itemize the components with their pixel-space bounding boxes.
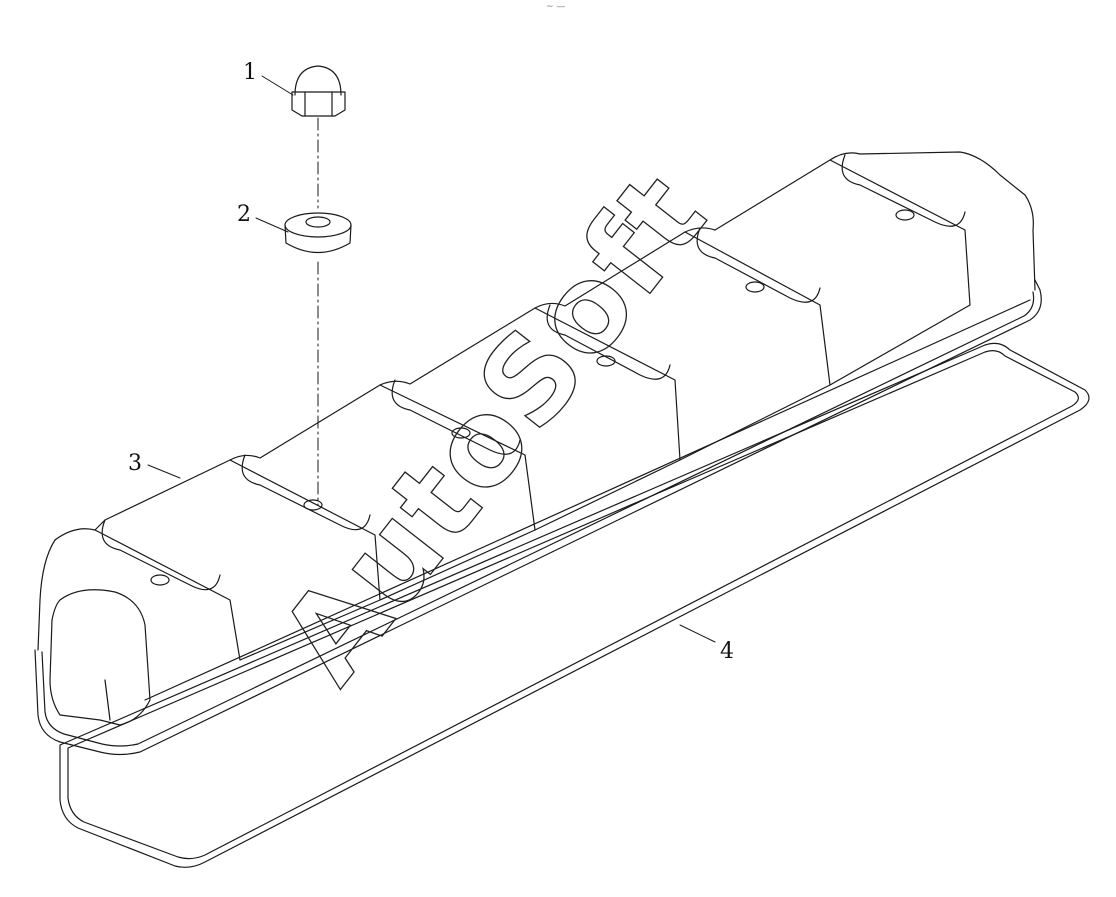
leader-line-2 [255,217,289,233]
leader-line-4 [679,624,716,643]
gasket-outline [59,342,1090,868]
watermark-text: AutoSoft [253,147,733,707]
callout-3: 3 [128,451,142,476]
cap-nut [291,65,346,117]
leader-line-1 [261,75,294,96]
callout-2: 2 [237,202,251,227]
sealing-washer [284,212,352,253]
callout-4: 4 [720,639,734,664]
callout-1: 1 [243,60,257,85]
header-mark: ~ — [546,2,566,12]
leader-line-3 [147,464,181,479]
valve-cover [34,151,1042,756]
